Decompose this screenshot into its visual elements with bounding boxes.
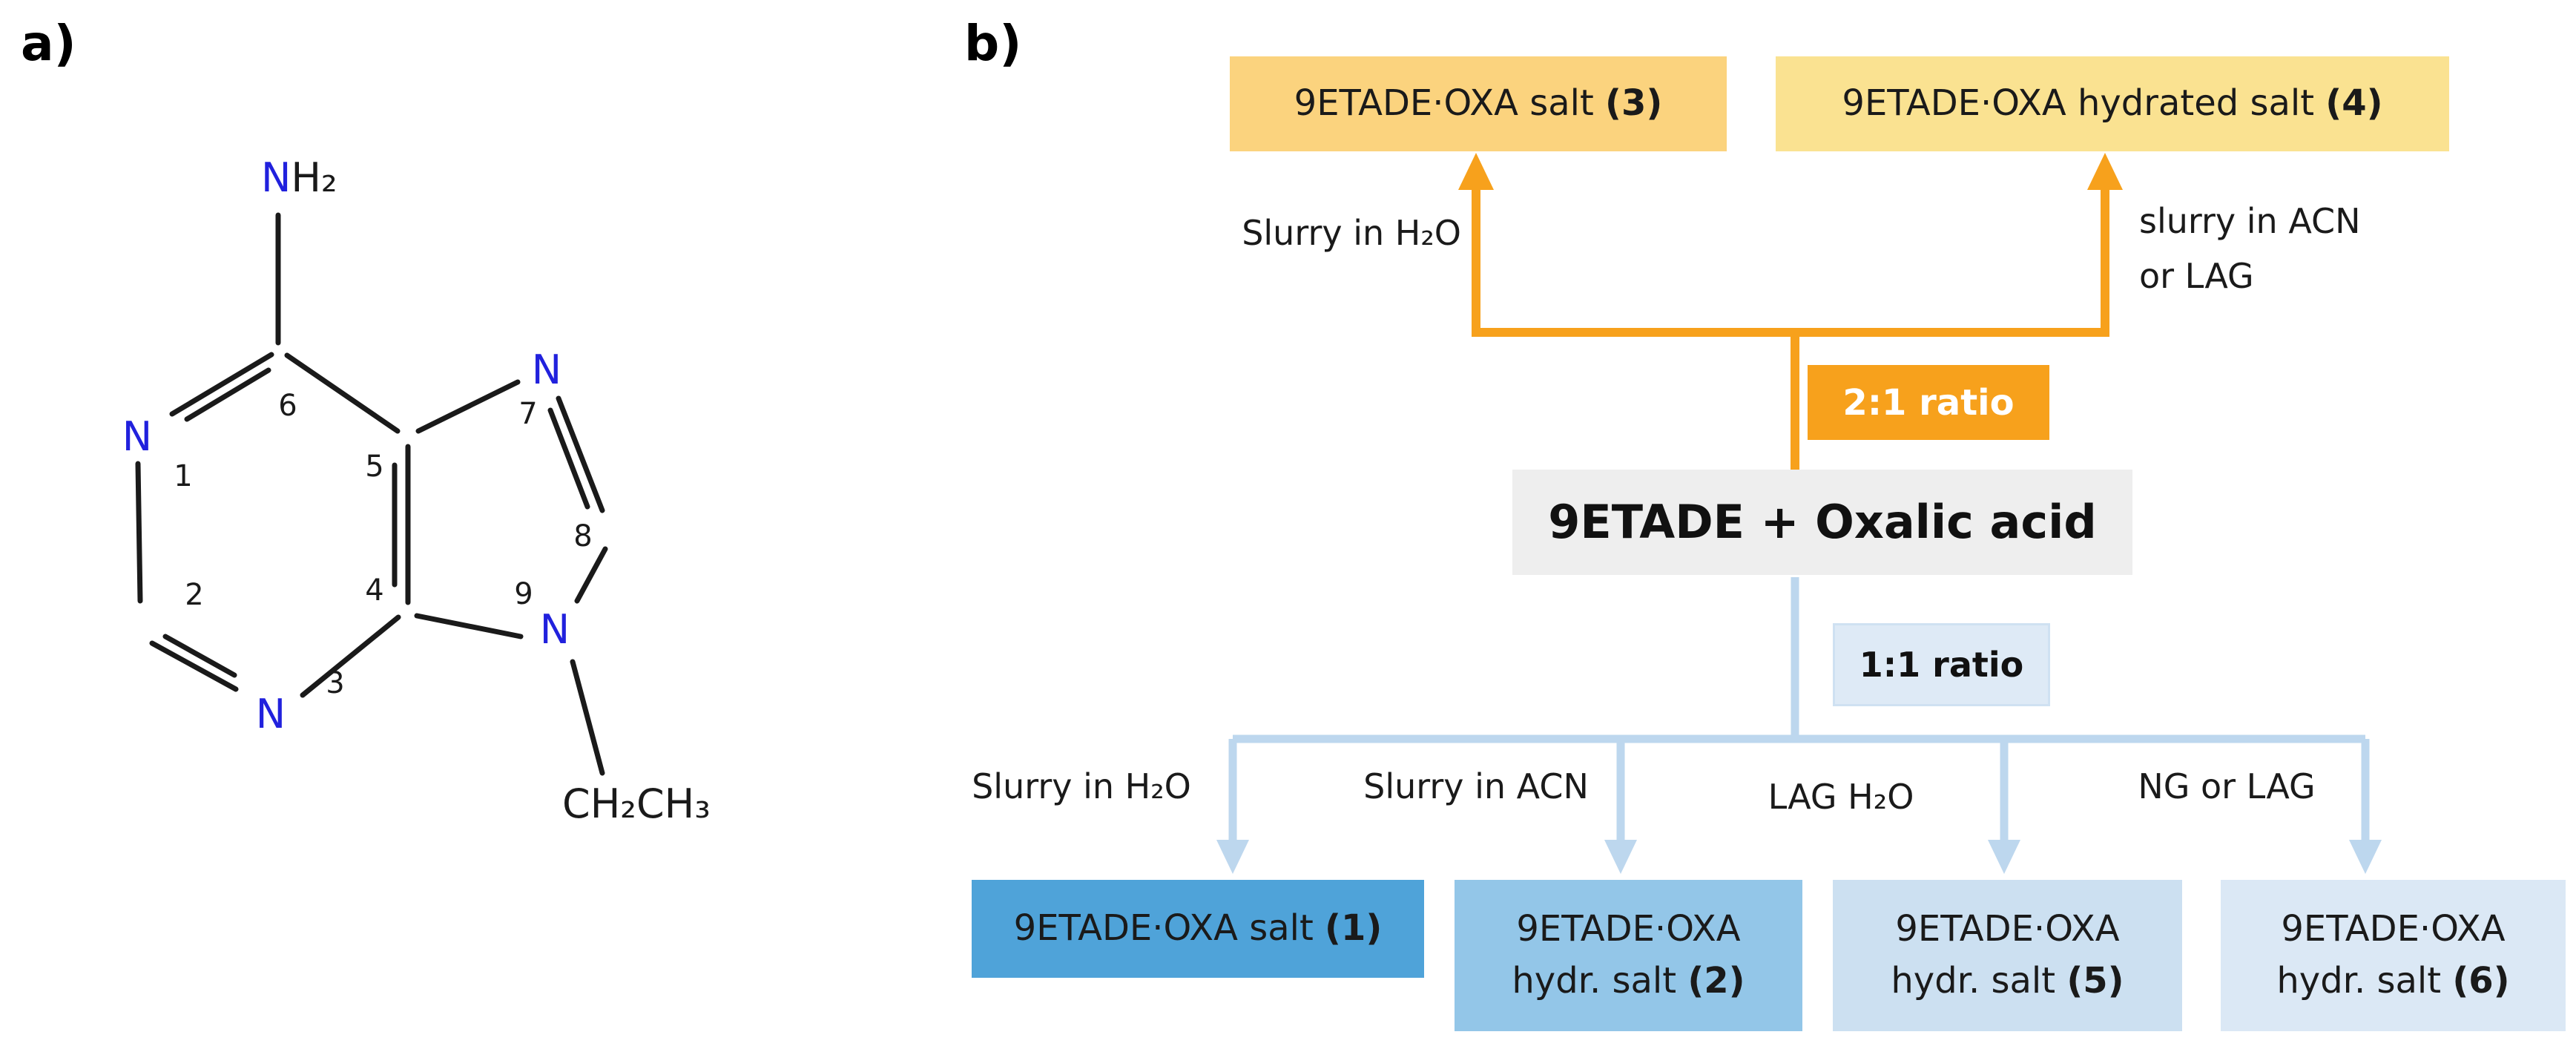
bond-n9-ethyl bbox=[570, 659, 605, 776]
product-4-name: 9ETADE·OXA hydrated salt bbox=[1842, 82, 2326, 125]
bond-n9-c4 bbox=[414, 613, 524, 639]
bond-c8-n9 bbox=[574, 546, 608, 604]
ethyl-group-label: CH₂CH₃ bbox=[562, 780, 711, 827]
nitrogen-label-n9: N bbox=[540, 606, 570, 653]
atom-number-1: 1 bbox=[174, 459, 192, 493]
nitrogen-label-n7: N bbox=[532, 346, 561, 393]
bond-c5-n7 bbox=[415, 379, 521, 434]
product-6-name-line2: hydr. salt (6) bbox=[2276, 956, 2509, 1007]
condition-acn-line1: slurry in ACN bbox=[2139, 201, 2361, 241]
nitrogen-label-n3: N bbox=[256, 691, 286, 737]
product-box-5-text: 9ETADE·OXA hydr. salt (5) bbox=[1891, 904, 2124, 1007]
condition-label-slurry-acn-bottom: Slurry in ACN bbox=[1363, 766, 1589, 806]
atom-number-3: 3 bbox=[326, 666, 344, 700]
panel-b-label: b) bbox=[964, 15, 1022, 72]
product-1-number: (1) bbox=[1325, 907, 1383, 950]
product-box-6-text: 9ETADE·OXA hydr. salt (6) bbox=[2276, 904, 2509, 1007]
orange-connector bbox=[1472, 184, 2109, 472]
product-box-4-text: 9ETADE·OXA hydrated salt (4) bbox=[1842, 78, 2382, 130]
bond-n7-c8 bbox=[556, 395, 605, 513]
amino-n: N bbox=[261, 154, 291, 201]
ratio-badge-2-1: 2:1 ratio bbox=[1808, 365, 2049, 440]
arrow-down-2-icon bbox=[1604, 840, 1637, 874]
product-box-1-text: 9ETADE·OXA salt (1) bbox=[1014, 903, 1383, 955]
product-2-number: (2) bbox=[1687, 960, 1745, 1002]
bond-c5-c6 bbox=[284, 352, 401, 434]
product-box-1: 9ETADE·OXA salt (1) bbox=[972, 880, 1424, 978]
bond-n7-c8-inner bbox=[547, 407, 590, 510]
atom-number-6: 6 bbox=[278, 389, 297, 423]
condition-label-slurry-h2o-bottom: Slurry in H₂O bbox=[972, 766, 1191, 806]
condition-label-slurry-acn-lag: slurry in ACN or LAG bbox=[2139, 194, 2465, 303]
condition-label-ng-or-lag: NG or LAG bbox=[2138, 766, 2316, 806]
orange-bracket bbox=[1472, 184, 2109, 337]
atom-number-4: 4 bbox=[365, 573, 383, 608]
blue-arrowheads bbox=[1216, 840, 2382, 874]
product-box-2: 9ETADE·OXA hydr. salt (2) bbox=[1455, 880, 1802, 1031]
product-box-6: 9ETADE·OXA hydr. salt (6) bbox=[2221, 880, 2566, 1031]
product-3-number: (3) bbox=[1605, 82, 1663, 125]
reactant-box: 9ETADE + Oxalic acid bbox=[1512, 470, 2132, 575]
product-2-name-line1: 9ETADE·OXA bbox=[1516, 908, 1741, 950]
panel-a-label: a) bbox=[21, 15, 76, 72]
arrow-up-left-icon bbox=[1458, 153, 1494, 190]
amino-group-label: NH₂ bbox=[261, 154, 337, 201]
atom-number-8: 8 bbox=[573, 519, 592, 553]
arrow-down-1-icon bbox=[1216, 840, 1249, 874]
atom-numbers: 6 1 2 3 4 5 7 8 9 bbox=[174, 389, 592, 700]
nitrogen-label-n1: N bbox=[122, 413, 152, 460]
product-5-name-line1: 9ETADE·OXA bbox=[1895, 908, 2120, 950]
condition-acn-line2: or LAG bbox=[2139, 255, 2254, 296]
product-6-number: (6) bbox=[2452, 960, 2510, 1002]
product-5-form: hydr. salt bbox=[1891, 960, 2067, 1002]
product-box-5: 9ETADE·OXA hydr. salt (5) bbox=[1833, 880, 2182, 1031]
molecule-svg: N N N N NH₂ CH₂CH₃ 6 1 2 3 4 5 7 8 9 bbox=[122, 154, 711, 827]
amino-h2: H₂ bbox=[291, 154, 337, 201]
blue-connector bbox=[1228, 577, 2370, 846]
atom-number-7: 7 bbox=[518, 397, 537, 431]
product-3-name: 9ETADE·OXA salt bbox=[1294, 82, 1606, 125]
arrow-up-right-icon bbox=[2087, 153, 2123, 190]
nitrogen-labels: N N N N bbox=[122, 346, 570, 737]
condition-label-lag-h2o: LAG H₂O bbox=[1768, 777, 1914, 817]
atom-number-5: 5 bbox=[365, 450, 383, 484]
product-6-form: hydr. salt bbox=[2276, 960, 2453, 1002]
product-box-4: 9ETADE·OXA hydrated salt (4) bbox=[1776, 56, 2449, 151]
product-6-name-line1: 9ETADE·OXA bbox=[2281, 908, 2506, 950]
product-2-form: hydr. salt bbox=[1512, 960, 1688, 1002]
orange-arrowheads bbox=[1458, 153, 2123, 190]
condition-label-slurry-h2o-top: Slurry in H₂O bbox=[1242, 213, 1461, 253]
product-box-2-text: 9ETADE·OXA hydr. salt (2) bbox=[1512, 904, 1745, 1007]
arrow-down-4-icon bbox=[2349, 840, 2382, 874]
product-5-number: (5) bbox=[2066, 960, 2124, 1002]
atom-number-2: 2 bbox=[185, 578, 203, 612]
product-5-name-line2: hydr. salt (5) bbox=[1891, 956, 2124, 1007]
bond-c2-n3-inner bbox=[162, 634, 237, 678]
bond-c6-n1 bbox=[169, 352, 274, 417]
bond-c2-n3 bbox=[149, 640, 239, 692]
product-4-number: (4) bbox=[2325, 82, 2383, 125]
arrow-down-3-icon bbox=[1988, 840, 2020, 874]
bond-c6-n1-inner bbox=[184, 367, 271, 422]
bond-group bbox=[135, 212, 608, 776]
product-box-3: 9ETADE·OXA salt (3) bbox=[1230, 56, 1727, 151]
ratio-badge-1-1: 1:1 ratio bbox=[1833, 623, 2050, 706]
product-1-name: 9ETADE·OXA salt bbox=[1013, 907, 1325, 950]
atom-number-9: 9 bbox=[514, 577, 533, 611]
bond-n1-c2 bbox=[135, 461, 143, 604]
product-2-name-line2: hydr. salt (2) bbox=[1512, 956, 1745, 1007]
bond-n3-c4 bbox=[300, 614, 401, 698]
product-box-3-text: 9ETADE·OXA salt (3) bbox=[1294, 78, 1663, 130]
